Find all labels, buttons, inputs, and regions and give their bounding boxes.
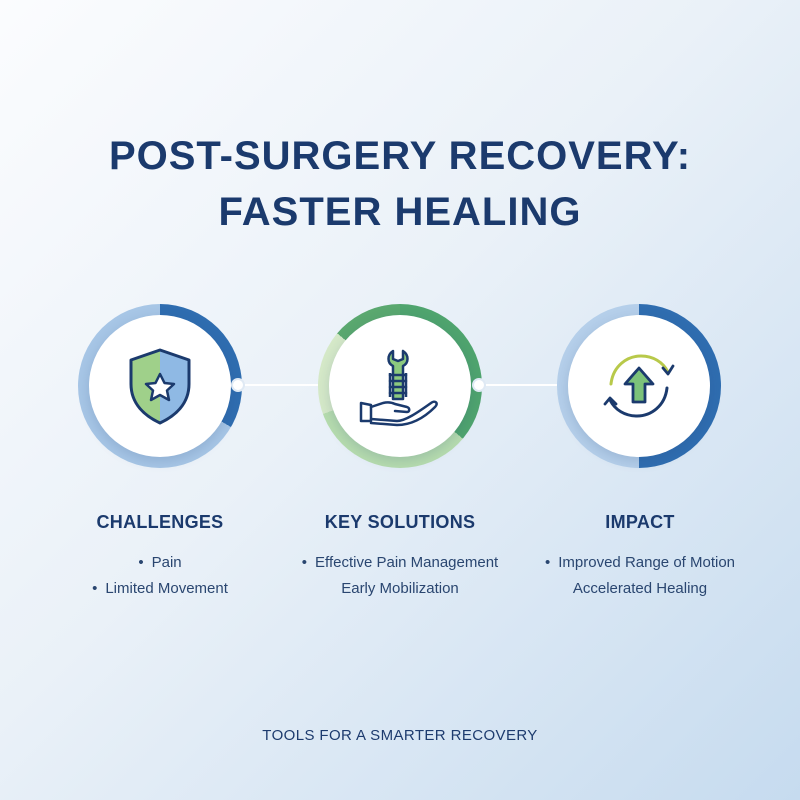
connector-line-left xyxy=(238,384,322,386)
footer-tagline: TOOLS FOR A SMARTER RECOVERY xyxy=(262,727,538,744)
challenges-list: Pain Limited Movement xyxy=(40,550,280,602)
title-line-2: FASTER HEALING xyxy=(218,190,582,234)
list-item: Improved Range of Motion xyxy=(520,550,760,576)
challenges-icon-circle xyxy=(78,304,242,468)
list-item: Effective Pain Management xyxy=(280,550,520,576)
connector-dot-right xyxy=(472,378,486,392)
list-item: Early Mobilization xyxy=(341,580,459,597)
cycle-arrow-up-icon xyxy=(603,354,675,418)
impact-column: IMPACT Improved Range of Motion Accelera… xyxy=(520,510,760,602)
page-title: POST-SURGERY RECOVERY: FASTER HEALING xyxy=(0,128,800,240)
list-item: Accelerated Healing xyxy=(572,580,708,597)
impact-icon-circle xyxy=(557,304,721,468)
key-solutions-heading: KEY SOLUTIONS xyxy=(324,512,476,532)
title-line-1: POST-SURGERY RECOVERY: xyxy=(108,134,692,178)
list-item: Pain xyxy=(40,550,280,576)
challenges-column: CHALLENGES Pain Limited Movement xyxy=(40,510,280,602)
key-solutions-icon-circle xyxy=(318,304,482,468)
connector-line-right xyxy=(478,384,560,386)
connector-dot-left xyxy=(231,378,245,392)
list-item: Limited Movement xyxy=(40,576,280,602)
shield-star-icon xyxy=(129,348,191,425)
impact-list: Improved Range of Motion Accelerated Hea… xyxy=(520,550,760,602)
key-solutions-column: KEY SOLUTIONS Effective Pain Management … xyxy=(280,510,520,602)
impact-heading: IMPACT xyxy=(605,512,675,532)
hand-wrench-icon xyxy=(359,349,438,427)
key-solutions-list: Effective Pain Management Early Mobiliza… xyxy=(280,550,520,602)
challenges-heading: CHALLENGES xyxy=(96,512,224,532)
